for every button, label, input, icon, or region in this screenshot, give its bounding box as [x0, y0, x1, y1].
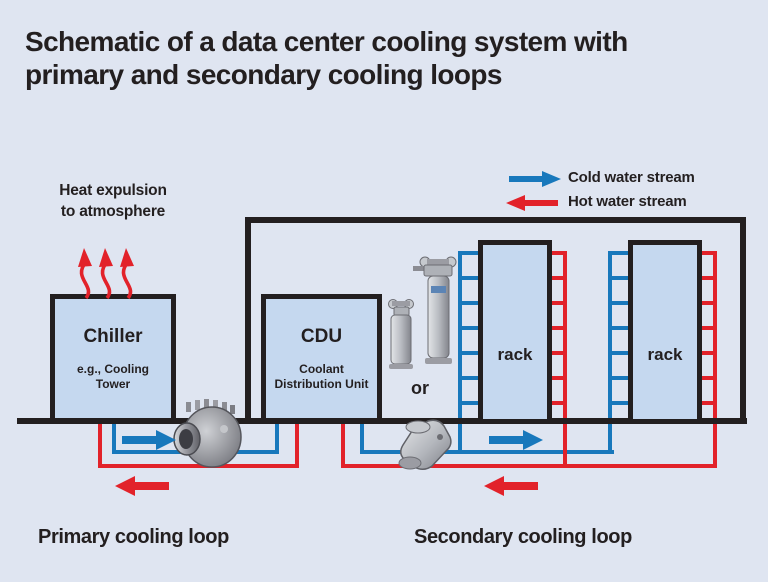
rack1-hot-rung [547, 376, 567, 380]
rack1-cold-rung [458, 376, 482, 380]
rack1-hot-rung [547, 351, 567, 355]
or-label: or [411, 378, 429, 398]
primary-cold-pipe-down [112, 420, 116, 454]
rack2-cold-rung [608, 276, 632, 280]
heat-expulsion-line2: to atmosphere [60, 202, 166, 220]
primary-cold-flow-arrow-icon [122, 430, 176, 455]
chiller-name: Chiller [83, 325, 143, 347]
legend-hot-arrow-icon [506, 195, 558, 216]
rack1-hot-rung [547, 276, 567, 280]
secondary-hot-pipe-cdu [341, 420, 345, 468]
rack1-cold-rung [458, 251, 482, 255]
chiller-box: Chiller e.g., Cooling Tower [50, 294, 176, 423]
heat-expulsion-label: Heat expulsion to atmosphere [38, 181, 188, 223]
rack2-hot-rung [697, 401, 717, 405]
diagram-title-line1: Schematic of a data center cooling syste… [25, 26, 628, 57]
primary-loop-caption: Primary cooling loop [38, 526, 229, 548]
rack1-cold-rung [458, 276, 482, 280]
rack2-cold-rung [608, 301, 632, 305]
rack2-cold-rung [608, 251, 632, 255]
rack2-cold-rung [608, 401, 632, 405]
diagram-title-line2: primary and secondary cooling loops [25, 58, 502, 90]
rack2-cold-rung [608, 326, 632, 330]
ground-line [17, 418, 747, 424]
pump-icon [172, 399, 244, 476]
rack2-hot-rung [697, 276, 717, 280]
primary-hot-pipe-run [98, 464, 299, 468]
secondary-hot-flow-arrow-icon [484, 476, 538, 501]
secondary-loop-caption: Secondary cooling loop [414, 526, 632, 548]
secondary-cold-pipe-cdu [360, 420, 364, 454]
rack2-hot-rung [697, 351, 717, 355]
heat-wavy-arrows-icon [70, 222, 150, 305]
rack2-hot-riser [713, 251, 717, 468]
rack-right-box: rack [628, 240, 702, 424]
secondary-hot-pipe-run [341, 464, 717, 468]
data-center-room-outline [245, 217, 746, 424]
rack1-hot-rung [547, 326, 567, 330]
rack2-cold-rung [608, 351, 632, 355]
rack-left-box: rack [478, 240, 552, 424]
legend-cold-label: Cold water stream [568, 169, 695, 186]
rack-right-label: rack [647, 345, 683, 364]
rack1-cold-rung [458, 351, 482, 355]
legend-cold-arrow-icon [509, 171, 561, 192]
filter-units-icon [383, 252, 465, 379]
cdu-name: CDU [300, 325, 343, 347]
rack1-cold-rung [458, 401, 482, 405]
legend-hot-label: Hot water stream [568, 193, 687, 210]
rack-left-label: rack [497, 345, 533, 364]
rack2-hot-rung [697, 326, 717, 330]
rack1-cold-rung [458, 326, 482, 330]
rack2-hot-rung [697, 251, 717, 255]
rack1-hot-riser [563, 251, 567, 468]
primary-cold-pipe-up [275, 420, 279, 454]
primary-hot-flow-arrow-icon [115, 476, 169, 501]
heat-expulsion-line1: Heat expulsion [59, 182, 167, 199]
valve-icon [394, 417, 460, 478]
rack2-hot-rung [697, 376, 717, 380]
secondary-cold-pipe-run [360, 450, 614, 454]
primary-hot-pipe-down [98, 420, 102, 468]
chiller-note: e.g., Cooling Tower [77, 361, 149, 391]
rack1-hot-rung [547, 401, 567, 405]
primary-hot-pipe-up [295, 420, 299, 468]
diagram-title: Schematic of a data center cooling syste… [25, 26, 725, 92]
rack1-cold-rung [458, 301, 482, 305]
cdu-box: CDU Coolant Distribution Unit [261, 294, 382, 423]
rack2-cold-rung [608, 376, 632, 380]
rack1-hot-rung [547, 251, 567, 255]
rack2-hot-rung [697, 301, 717, 305]
rack1-hot-rung [547, 301, 567, 305]
cdu-note: Coolant Distribution Unit [274, 361, 369, 391]
secondary-cold-flow-arrow-icon [489, 430, 543, 455]
